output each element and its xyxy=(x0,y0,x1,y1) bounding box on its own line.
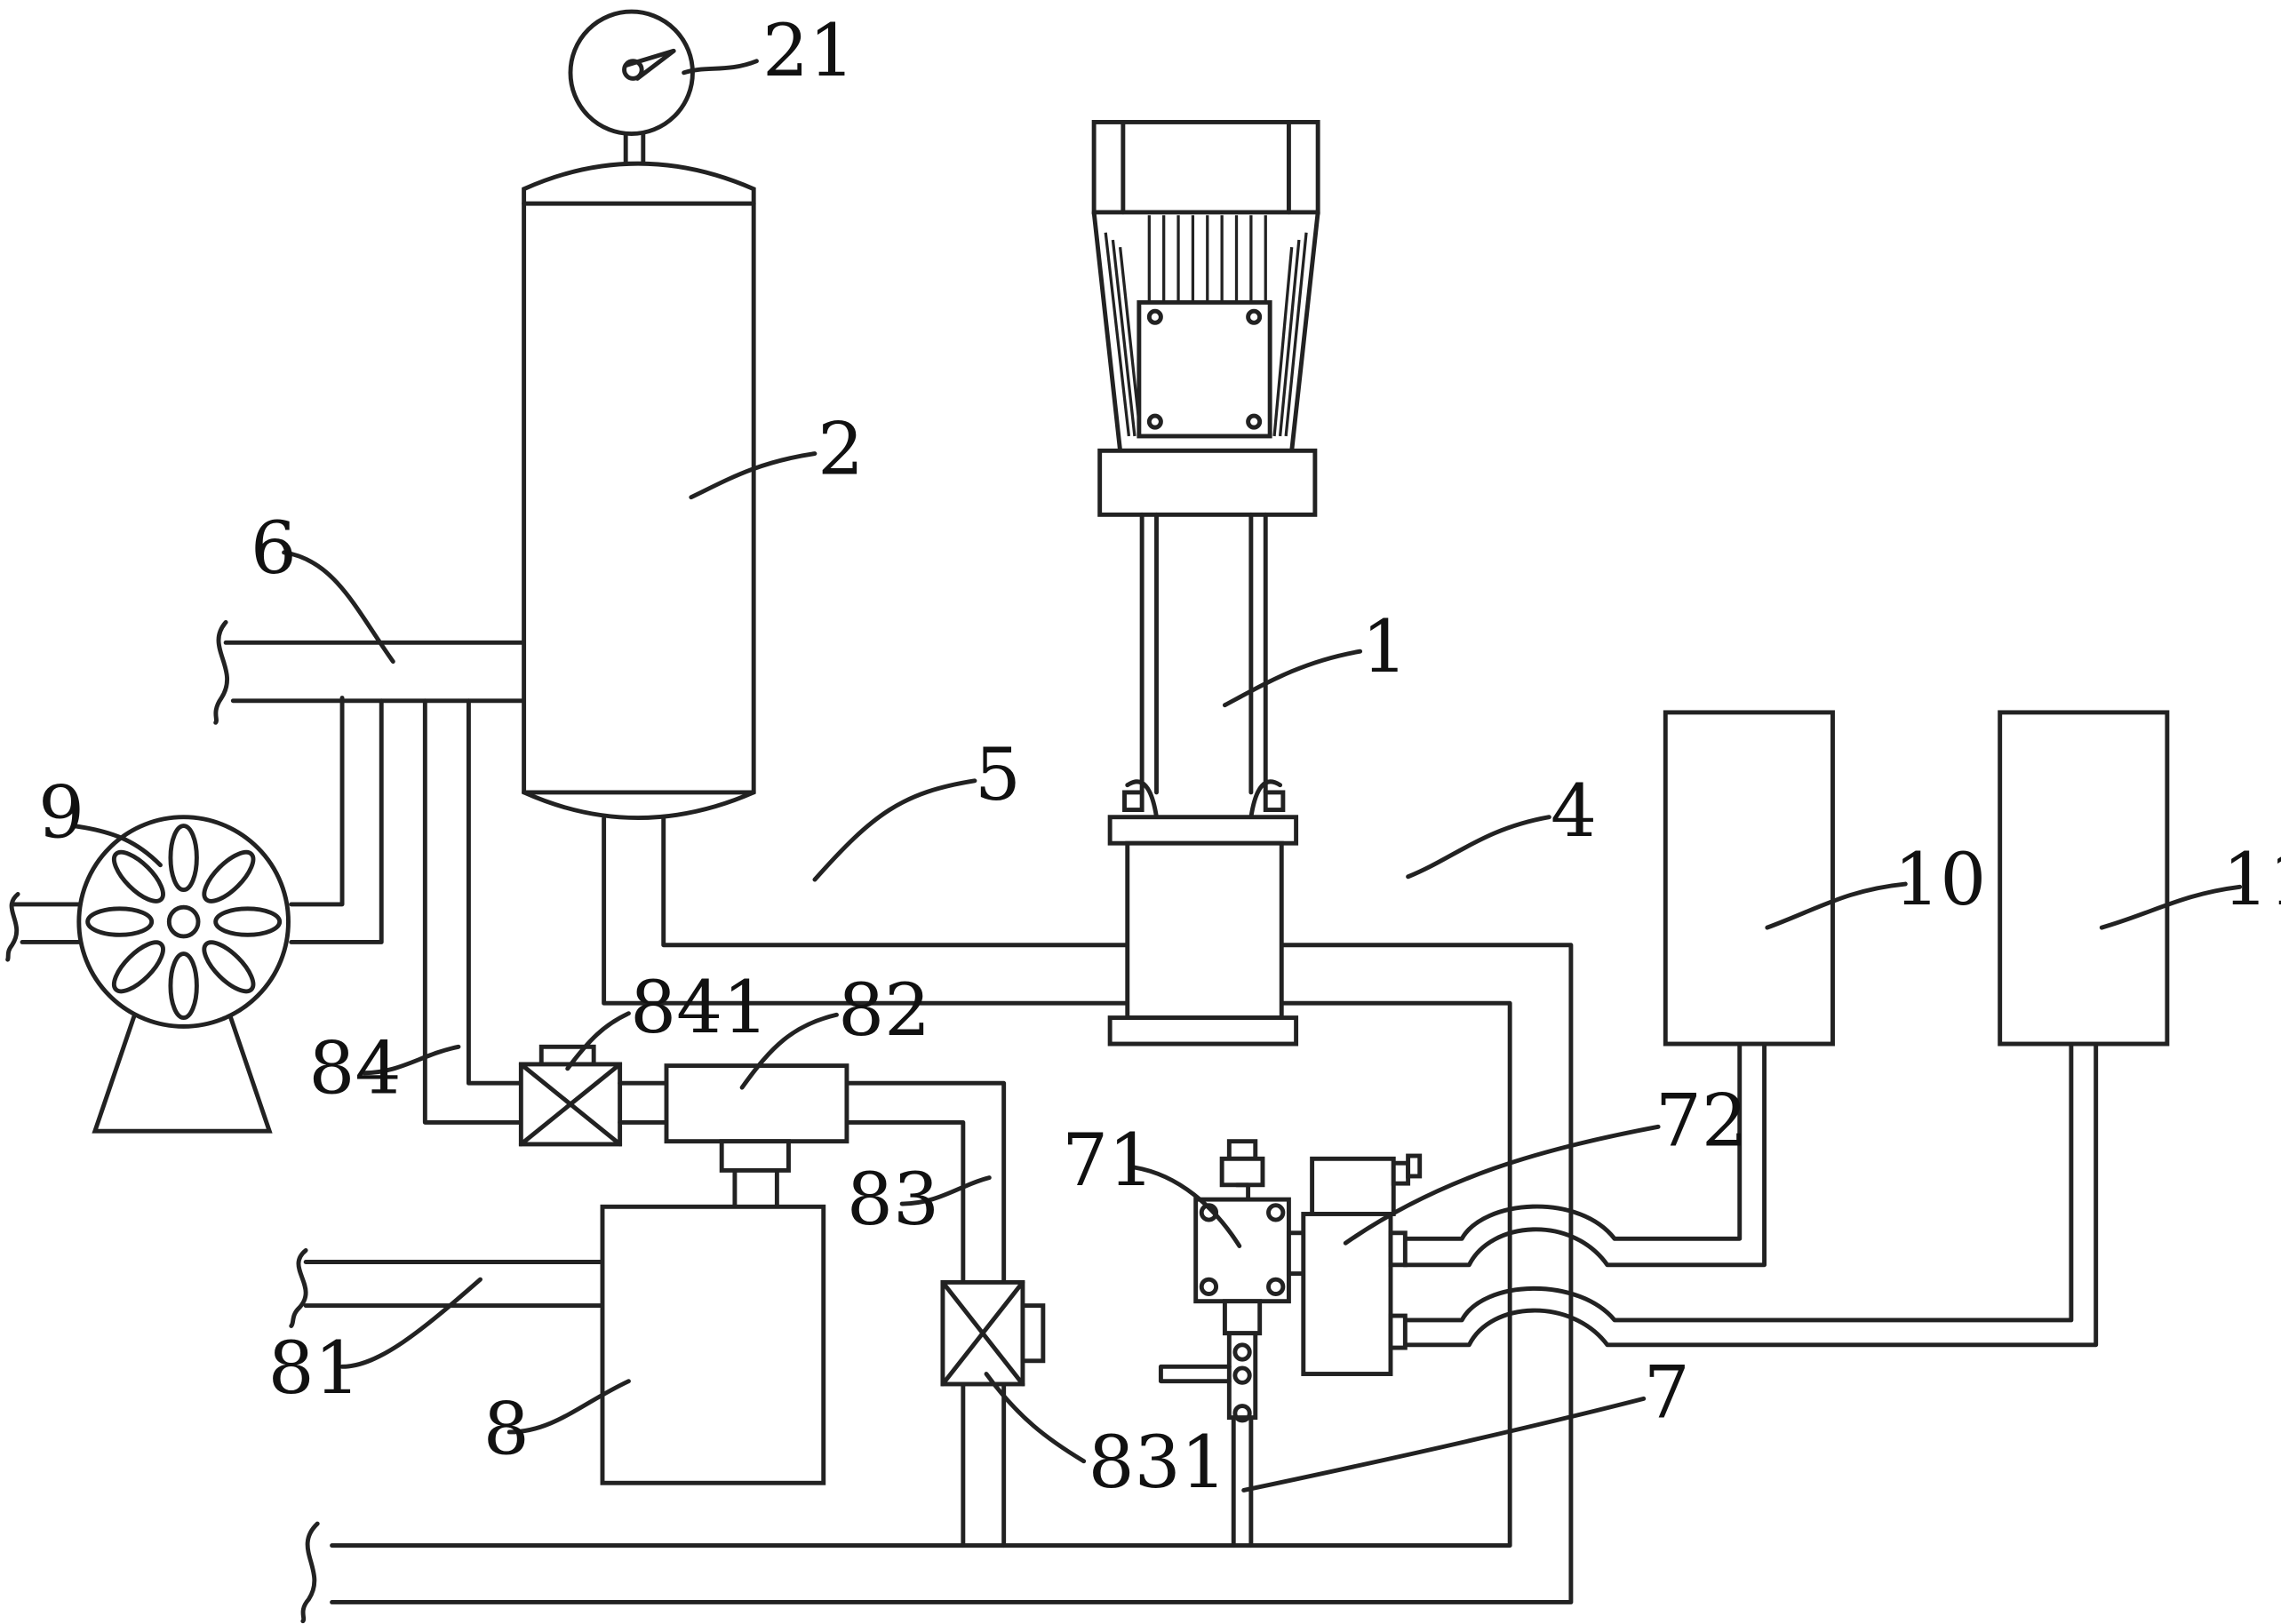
label-841: 841 xyxy=(630,966,769,1050)
label-71: 71 xyxy=(1062,1118,1154,1203)
tank-8 xyxy=(602,1206,824,1483)
label-83: 83 xyxy=(847,1158,939,1242)
gauge-21 xyxy=(570,12,692,163)
pump-1-shaft xyxy=(1124,514,1282,816)
label-21: 21 xyxy=(762,9,855,93)
label-72: 72 xyxy=(1655,1079,1748,1164)
pump-1-housing xyxy=(1110,817,1296,1044)
label-831: 831 xyxy=(1089,1421,1227,1505)
pipe-pump-suction xyxy=(291,698,381,943)
pipe-6 xyxy=(216,622,524,722)
label-84: 84 xyxy=(308,1027,401,1111)
device-10 xyxy=(1665,712,1832,1044)
label-10: 10 xyxy=(1894,838,1986,922)
valve-831 xyxy=(943,1282,1043,1384)
label-8: 8 xyxy=(483,1388,530,1472)
label-11: 11 xyxy=(2222,838,2281,922)
pipe-84 xyxy=(425,701,521,1123)
label-2: 2 xyxy=(817,408,864,492)
label-6: 6 xyxy=(251,506,297,591)
label-9: 9 xyxy=(38,771,84,856)
label-7: 7 xyxy=(1644,1351,1690,1436)
pipe-7 xyxy=(1233,1418,1251,1546)
label-82: 82 xyxy=(838,968,930,1053)
fan-pump-9 xyxy=(8,817,289,1131)
valve-71 xyxy=(1160,1142,1306,1421)
label-5: 5 xyxy=(975,733,1021,817)
callout-labels: 21 2 1 6 5 4 10 11 9 84 841 82 83 71 72 … xyxy=(38,9,2281,1505)
pipe-72-to-11 xyxy=(1404,1044,2096,1345)
component-82 xyxy=(666,1066,847,1207)
label-4: 4 xyxy=(1551,769,1597,854)
motor-1 xyxy=(1094,122,1318,514)
label-1: 1 xyxy=(1361,605,1408,689)
valve-841 xyxy=(521,1047,666,1144)
pipe-81 xyxy=(291,1250,602,1325)
solenoid-valve-72 xyxy=(1304,1156,1420,1373)
device-11 xyxy=(2000,712,2167,1044)
tank-2 xyxy=(524,163,754,817)
label-81: 81 xyxy=(268,1326,361,1411)
